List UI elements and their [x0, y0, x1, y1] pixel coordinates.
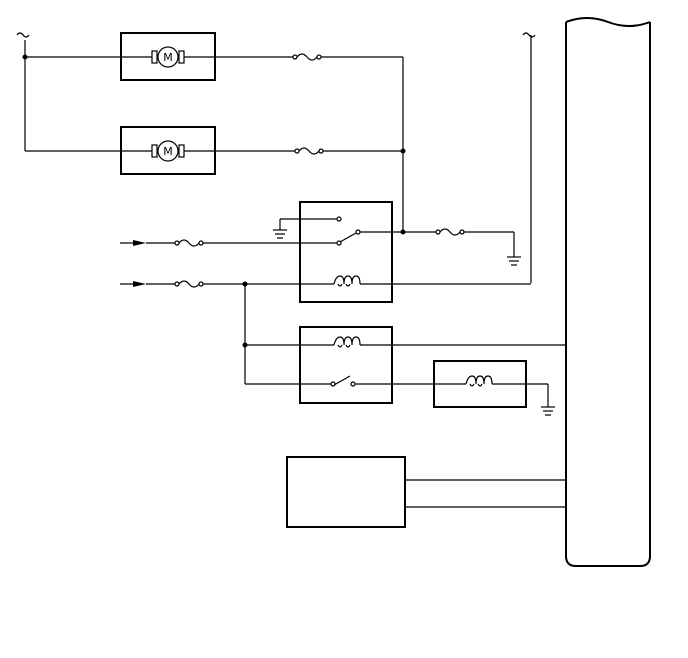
upper-motor-label: M: [163, 51, 173, 64]
relay-2-coil-icon: [333, 336, 361, 348]
relay-1-coil-icon: [333, 275, 361, 287]
upper-motor-icon: M: [121, 46, 215, 68]
wire-break-mark-left: [16, 32, 30, 38]
control-unit-box: [565, 22, 651, 567]
relay-1-contact: [336, 216, 342, 222]
junction-dot: [242, 342, 248, 348]
relay-2-switch-icon: [330, 375, 356, 387]
bottom-module-box: [286, 456, 406, 528]
junction-dot: [400, 148, 406, 154]
fuse-icon: [435, 228, 465, 236]
relay-1-switch-icon: [336, 229, 361, 246]
lower-motor-label: M: [163, 145, 173, 158]
ground-icon: [507, 232, 521, 266]
wire-break-mark-right: [522, 32, 536, 38]
fuse-icon: [174, 239, 204, 247]
control-unit-top-break: [565, 17, 651, 27]
ground-icon: [541, 384, 555, 416]
actuator-coil-icon: [465, 375, 493, 387]
input-arrow-icon: [120, 281, 146, 287]
input-arrow-icon: [120, 240, 146, 246]
junction-dot: [400, 229, 406, 235]
fuse-icon: [294, 147, 324, 155]
junction-dot: [22, 54, 28, 60]
relay-1-box: [299, 201, 393, 303]
relay-2-box: [299, 326, 393, 404]
lower-motor-icon: M: [121, 140, 215, 162]
fuse-icon: [174, 280, 204, 288]
fuse-icon: [292, 53, 322, 61]
ground-icon: [273, 219, 287, 239]
